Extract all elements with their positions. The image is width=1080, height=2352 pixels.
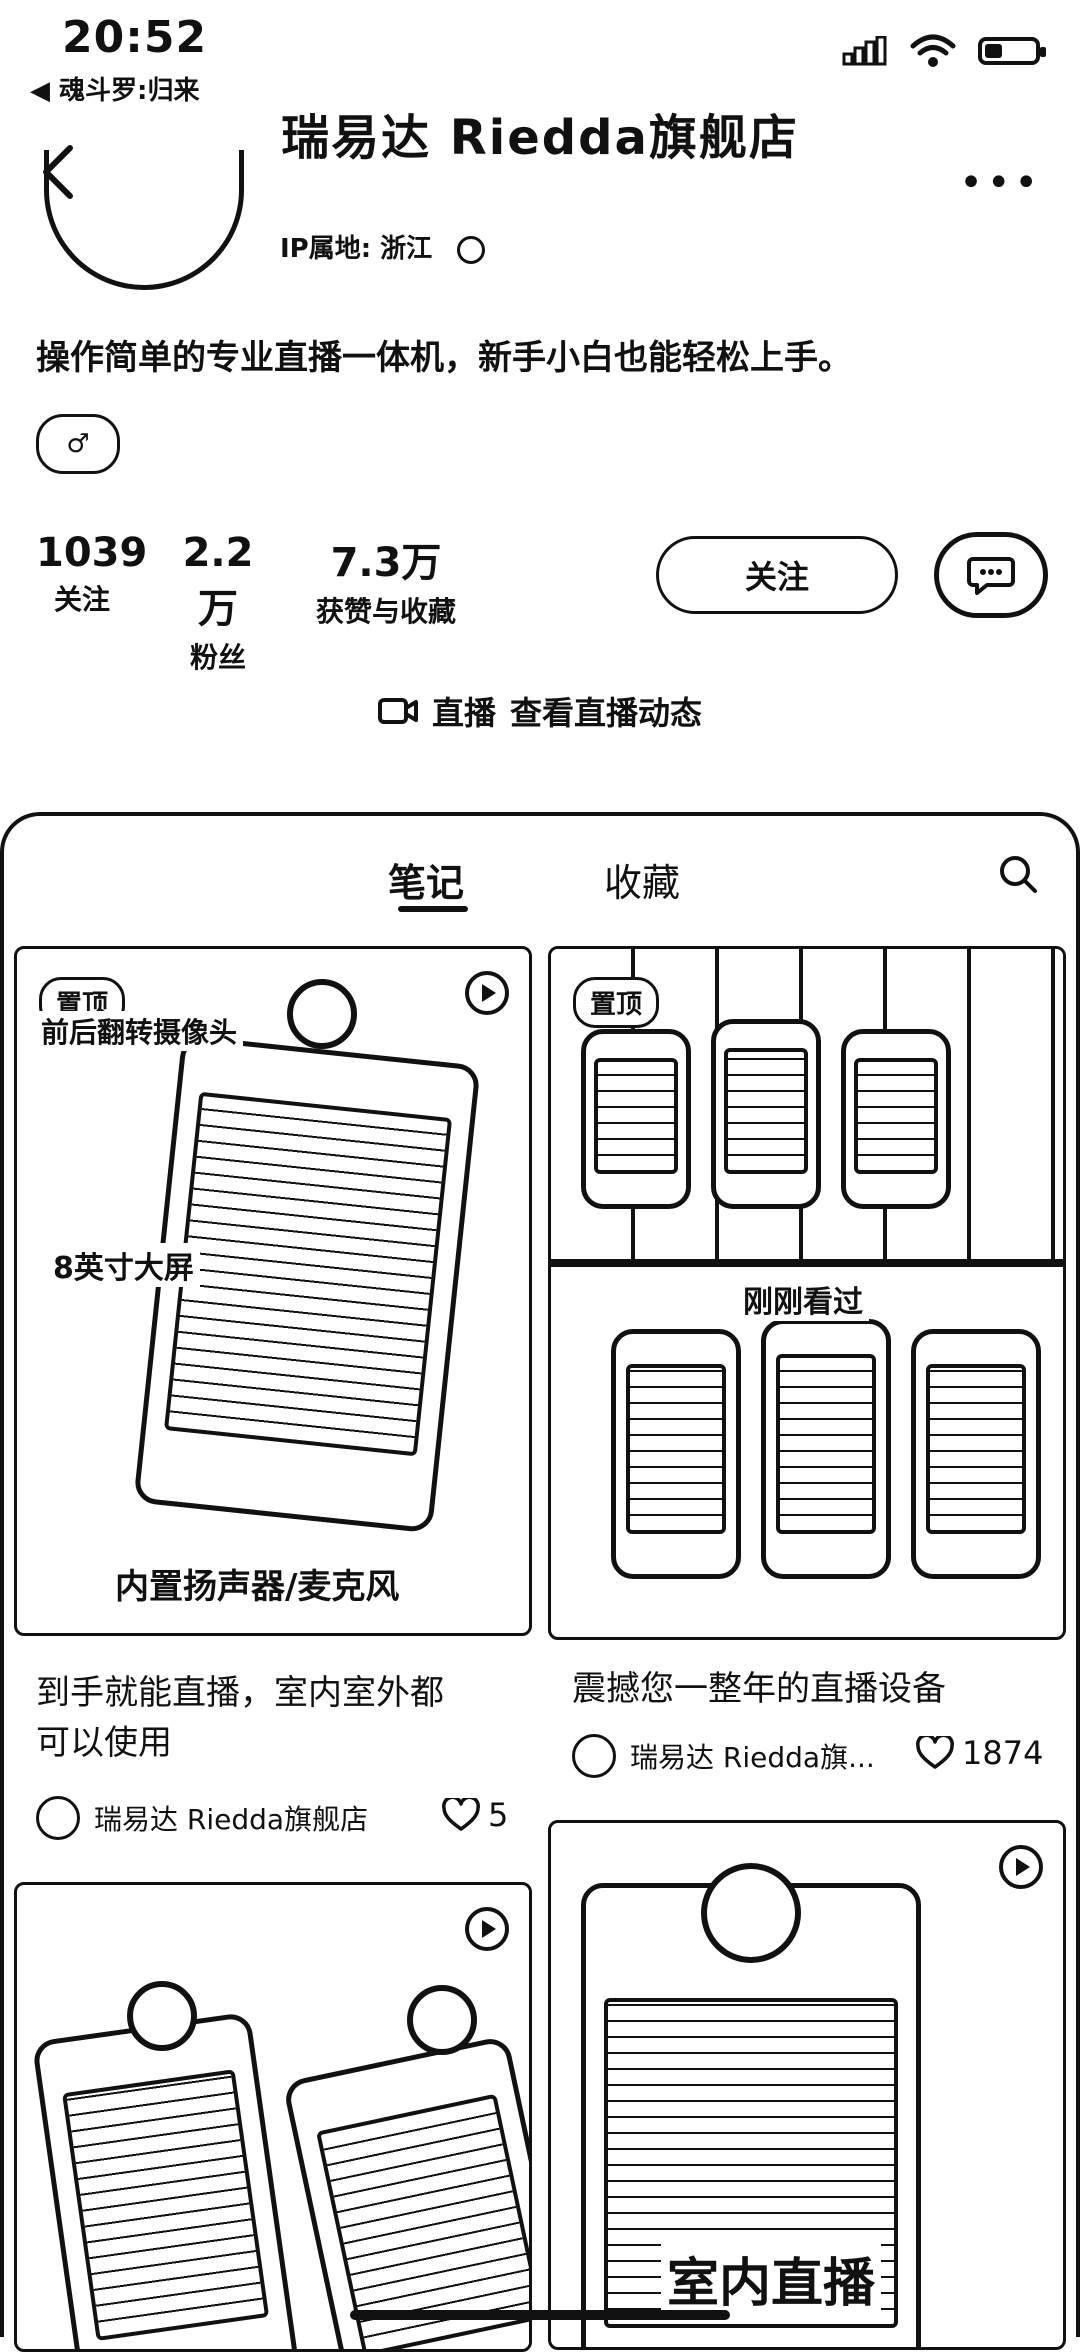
- callout-speaker: 内置扬声器/麦克风: [109, 1559, 406, 1608]
- stat-following-count: 1039: [36, 530, 148, 576]
- note-card-image[interactable]: 室内直播: [548, 1820, 1066, 2350]
- stat-likes-count: 7.3万: [330, 540, 442, 586]
- gender-badge: ♂: [36, 414, 120, 474]
- device-illustration: [911, 1329, 1041, 1579]
- note-author[interactable]: 瑞易达 Riedda旗舰店: [36, 1796, 368, 1840]
- like-count: 1874: [962, 1734, 1044, 1772]
- callout-screen: 8英寸大屏: [47, 1243, 200, 1287]
- recently-viewed-label: 刚刚看过: [737, 1277, 869, 1321]
- heart-icon: [916, 1736, 954, 1769]
- status-time: 20:52: [62, 12, 208, 63]
- device-illustration: [841, 1029, 951, 1209]
- more-options-button[interactable]: •••: [959, 160, 1042, 206]
- tab-collections[interactable]: 收藏: [604, 861, 681, 905]
- tab-notes[interactable]: 笔记: [388, 861, 465, 905]
- follow-button[interactable]: 关注: [656, 536, 898, 614]
- play-icon: [999, 1845, 1043, 1889]
- pinned-badge: 置顶: [573, 977, 660, 1028]
- stat-fans[interactable]: 2.2万 粉丝: [166, 530, 270, 676]
- search-button[interactable]: [998, 854, 1038, 894]
- callout-camera: 前后翻转摄像头: [35, 1011, 244, 1051]
- note-title-line: 可以使用: [36, 1723, 172, 1763]
- author-name: 瑞易达 Riedda旗...: [630, 1741, 875, 1774]
- note-card-image[interactable]: [14, 1882, 532, 2352]
- camera-illustration: [127, 1981, 197, 2051]
- note-card-image[interactable]: 置顶 前后翻转摄像头 8英寸大屏 内置扬声器/麦克风: [14, 946, 532, 1636]
- indoor-live-label: 室内直播: [661, 2241, 882, 2316]
- live-dynamics-link[interactable]: 查看直播动态: [510, 694, 703, 732]
- live-row[interactable]: 直播 查看直播动态: [0, 688, 1080, 734]
- note-card-image[interactable]: 置顶 刚刚看过: [548, 946, 1066, 1640]
- camera-illustration: [287, 979, 357, 1049]
- stat-likes-collects[interactable]: 7.3万 获赞与收藏: [306, 530, 466, 630]
- gender-icon: ♂: [66, 429, 90, 459]
- note-author[interactable]: 瑞易达 Riedda旗...: [572, 1734, 875, 1778]
- device-illustration: [282, 2035, 529, 2349]
- device-illustration: [711, 1019, 821, 1209]
- profile-bio: 操作简单的专业直播一体机，新手小白也能轻松上手。: [36, 338, 852, 378]
- message-button[interactable]: [934, 532, 1048, 618]
- stat-fans-count: 2.2万: [182, 530, 254, 632]
- heart-icon: [442, 1798, 480, 1831]
- author-avatar: [572, 1734, 616, 1778]
- stat-following[interactable]: 1039 关注: [36, 530, 148, 618]
- active-tab-indicator: [398, 906, 468, 912]
- back-to-app-link[interactable]: ◀ 魂斗罗:归来: [30, 76, 200, 106]
- like-count: 5: [488, 1796, 509, 1834]
- avatar[interactable]: [44, 150, 244, 290]
- battery-icon: [978, 37, 1046, 65]
- camera-illustration: [701, 1863, 801, 1963]
- like-button[interactable]: 1874: [916, 1734, 1043, 1772]
- live-label: 直播: [431, 694, 496, 732]
- search-icon: [1000, 856, 1037, 893]
- device-illustration: [611, 1329, 741, 1579]
- page-title: 瑞易达 Riedda旗舰店: [281, 110, 799, 166]
- live-camera-icon: [377, 698, 418, 724]
- note-title[interactable]: 震撼您一整年的直播设备: [572, 1669, 946, 1709]
- play-icon: [465, 1907, 509, 1951]
- note-title[interactable]: 到手就能直播，室内室外都 可以使用: [36, 1668, 516, 1768]
- info-icon[interactable]: [457, 235, 486, 264]
- camera-illustration: [407, 1985, 477, 2055]
- stat-following-label: 关注: [53, 583, 110, 616]
- device-illustration: [581, 1029, 691, 1209]
- device-illustration: [761, 1319, 891, 1579]
- author-name: 瑞易达 Riedda旗舰店: [94, 1803, 369, 1836]
- device-illustration: [31, 2011, 303, 2349]
- like-button[interactable]: 5: [442, 1796, 508, 1834]
- status-icons: [842, 34, 1046, 68]
- play-icon: [465, 971, 509, 1015]
- ip-location: IP属地: 浙江: [280, 228, 486, 265]
- ip-location-text: IP属地: 浙江: [280, 234, 433, 264]
- stat-likes-label: 获赞与收藏: [315, 595, 456, 628]
- stat-fans-label: 粉丝: [189, 641, 246, 674]
- chat-icon: [967, 557, 1015, 595]
- wifi-icon: [910, 34, 956, 67]
- note-title-line: 到手就能直播，室内室外都: [36, 1673, 444, 1713]
- signal-icon: [842, 36, 887, 66]
- home-indicator: [350, 2310, 730, 2320]
- author-avatar: [36, 1796, 80, 1840]
